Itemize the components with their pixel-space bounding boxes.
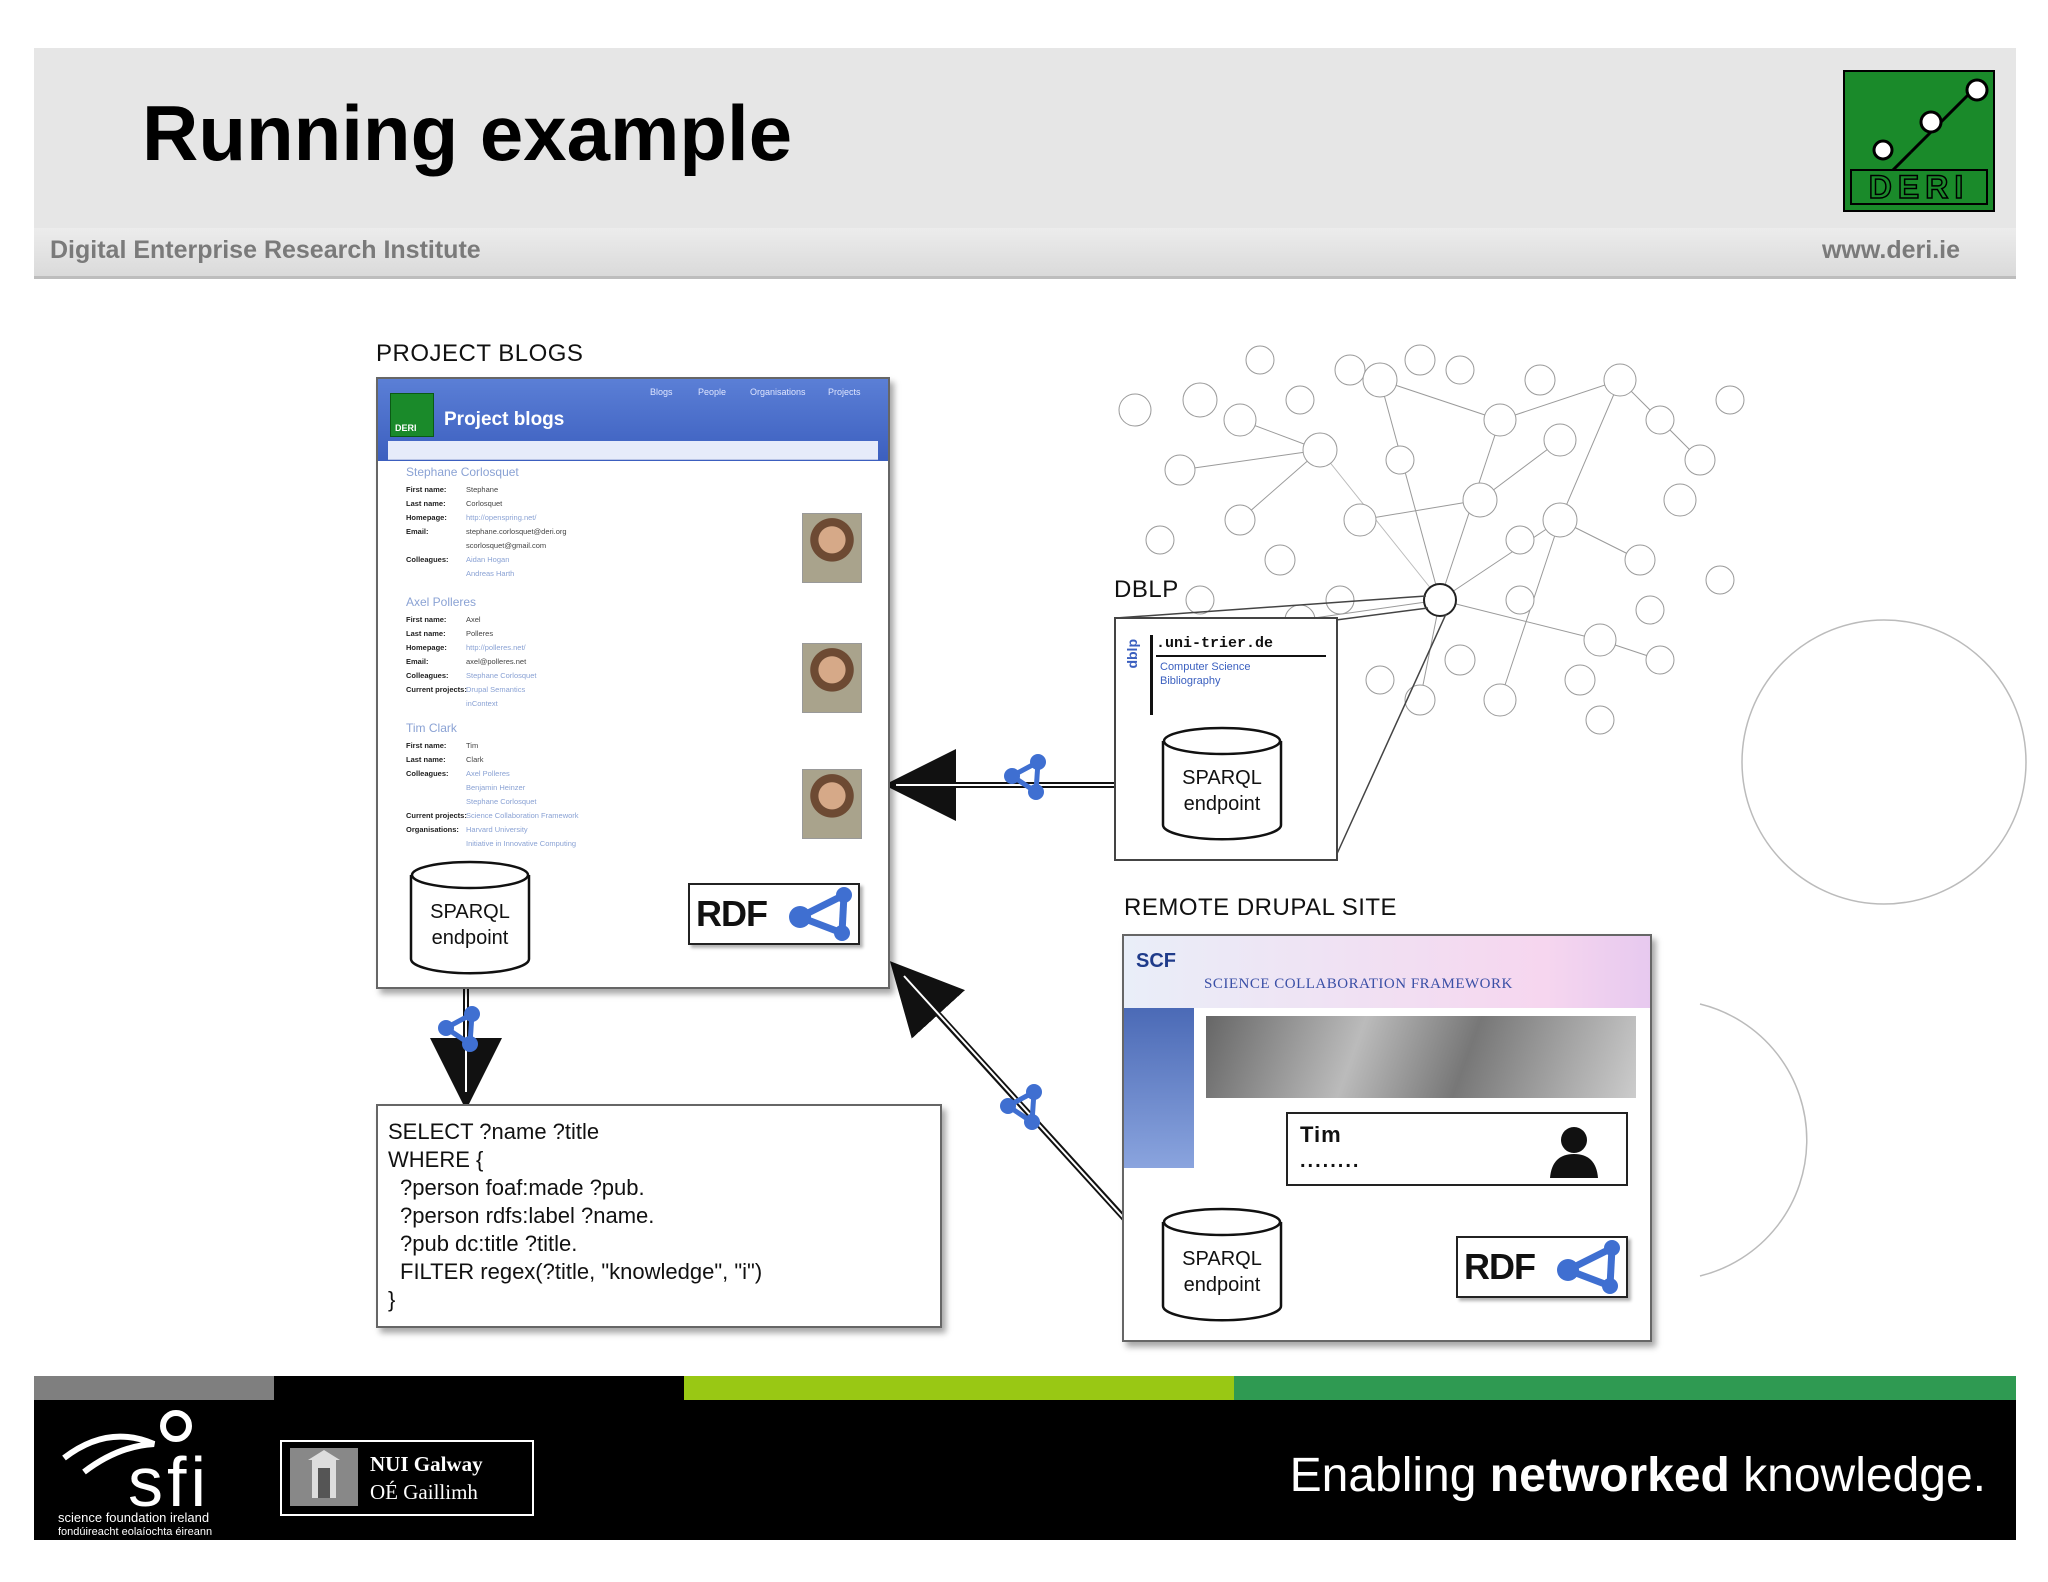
person-name[interactable]: Tim Clark: [406, 721, 457, 735]
tagline: Enabling networked knowledge.: [1289, 1449, 1986, 1502]
query-line: }: [388, 1287, 396, 1312]
dblp-subtitle: Bibliography: [1160, 675, 1221, 687]
dblp-vertical-logo: dblp: [1124, 639, 1140, 669]
user-silhouette-icon: [1550, 1127, 1598, 1178]
drupal-banner-image: [1206, 1016, 1636, 1098]
person-fields: First name:Axel Last name:Polleres Homep…: [406, 615, 537, 708]
scf-title: SCIENCE COLLABORATION FRAMEWORK: [1204, 976, 1513, 992]
sparql-endpoint-cylinder: SPARQL endpoint: [1160, 1206, 1284, 1330]
dblp-box: dblp .uni-trier.de Computer Science Bibl…: [1114, 617, 1338, 861]
dblp-subtitle: Computer Science: [1160, 661, 1251, 673]
sfi-text-irish: fondúireacht eolaíochta éireann: [58, 1526, 213, 1538]
login-box: Tim ........: [1286, 1112, 1628, 1186]
nav-people[interactable]: People: [698, 387, 727, 397]
nui-galway-logo: NUI Galway OÉ Gaillimh: [280, 1440, 534, 1516]
deri-logo-text: DERI: [1869, 169, 1969, 205]
blog-topbar: DERI Project blogs Blogs People Organisa…: [378, 379, 888, 461]
sparql-label: SPARQL: [430, 901, 510, 923]
query-line: FILTER regex(?title, "knowledge", "i"): [400, 1259, 763, 1284]
sparql-label: SPARQL: [1182, 1248, 1262, 1270]
network-cloud: [1118, 344, 1745, 735]
nav-blogs[interactable]: Blogs: [650, 387, 673, 397]
dblp-rule: [1150, 635, 1153, 715]
rdf-icon: [1557, 1240, 1620, 1294]
slide-title: Running example: [142, 89, 793, 177]
scf-logo: SCF: [1136, 950, 1176, 972]
rdf-link-icon: [438, 1006, 480, 1052]
institute-name: Digital Enterprise Research Institute: [50, 236, 481, 264]
query-line: ?person foaf:made ?pub.: [400, 1175, 645, 1200]
rdf-label: RDF: [1464, 1246, 1536, 1287]
sfi-logo: sfi: [62, 1410, 210, 1510]
blog-logo-text: DERI: [395, 423, 417, 433]
person-fields: First name:Tim Last name:Clark Colleague…: [406, 741, 579, 848]
sparql-endpoint-cylinder: SPARQL endpoint: [408, 859, 532, 983]
query-text: SELECT ?name ?title WHERE { ?person foaf…: [388, 1118, 762, 1314]
svg-text:sfi: sfi: [128, 1443, 210, 1510]
decorative-arc: [1699, 1003, 1808, 1277]
sparql-endpoint-cylinder: SPARQL endpoint: [1160, 725, 1284, 849]
website-link[interactable]: www.deri.ie: [1821, 236, 1960, 264]
sparql-query-box: SELECT ?name ?title WHERE { ?person foaf…: [376, 1104, 942, 1328]
nui-crest-icon: [290, 1448, 358, 1506]
nav-projects[interactable]: Projects: [828, 387, 861, 397]
query-line: WHERE {: [388, 1147, 484, 1172]
footer-stripe-lime: [684, 1376, 1234, 1400]
label-project-blogs: PROJECT BLOGS: [376, 340, 584, 367]
login-username[interactable]: Tim: [1300, 1122, 1342, 1147]
person-photo: [802, 769, 862, 839]
person-name[interactable]: Stephane Corlosquet: [406, 465, 519, 479]
rdf-icon: [789, 887, 852, 941]
blog-logo: DERI: [390, 393, 434, 437]
query-line: SELECT ?name ?title: [388, 1119, 600, 1144]
drupal-header: SCF SCIENCE COLLABORATION FRAMEWORK: [1124, 936, 1650, 1008]
label-dblp: DBLP: [1114, 576, 1179, 603]
footer-stripe-green: [1234, 1376, 2016, 1400]
query-line: ?person rdfs:label ?name.: [400, 1203, 655, 1228]
nui-text-irish: OÉ Gaillimh: [370, 1480, 478, 1504]
drupal-sidebar: [1124, 1008, 1194, 1168]
endpoint-label: endpoint: [1183, 1274, 1261, 1296]
footer-stripe-grey: [34, 1376, 274, 1400]
deri-logo: DERI: [1843, 70, 1995, 212]
label-remote-drupal: REMOTE DRUPAL SITE: [1124, 894, 1398, 921]
decorative-circle: [1741, 619, 2027, 905]
dblp-url[interactable]: .uni-trier.de: [1156, 635, 1274, 652]
rdf-badge: RDF: [688, 883, 860, 945]
person-photo: [802, 643, 862, 713]
dblp-underline: [1156, 655, 1326, 657]
sparql-label: SPARQL: [1182, 767, 1262, 789]
endpoint-label: endpoint: [431, 927, 509, 949]
query-line: ?pub dc:title ?title.: [400, 1231, 578, 1256]
login-password[interactable]: ........: [1300, 1150, 1361, 1172]
footer-stripe-black: [274, 1376, 684, 1400]
rdf-label: RDF: [696, 893, 768, 934]
header-band: [34, 228, 2016, 279]
blog-title: Project blogs: [444, 409, 565, 430]
nui-text: NUI Galway: [370, 1452, 483, 1476]
person-photo: [802, 513, 862, 583]
person-fields: First name:Stephane Last name:Corlosquet…: [406, 485, 567, 578]
blog-subbar: [388, 441, 878, 460]
slide-footer: sfi science foundation ireland fondúirea…: [34, 1400, 2016, 1540]
nav-organisations[interactable]: Organisations: [750, 387, 806, 397]
rdf-link-icon: [1004, 754, 1046, 800]
endpoint-label: endpoint: [1183, 793, 1261, 815]
rdf-badge: RDF: [1456, 1236, 1628, 1298]
project-blogs-panel: DERI Project blogs Blogs People Organisa…: [376, 377, 890, 989]
slide-header: [34, 48, 2016, 228]
sfi-text: science foundation ireland: [58, 1510, 210, 1525]
remote-drupal-panel: SCF SCIENCE COLLABORATION FRAMEWORK Tim …: [1122, 934, 1652, 1342]
person-name[interactable]: Axel Polleres: [406, 595, 477, 609]
